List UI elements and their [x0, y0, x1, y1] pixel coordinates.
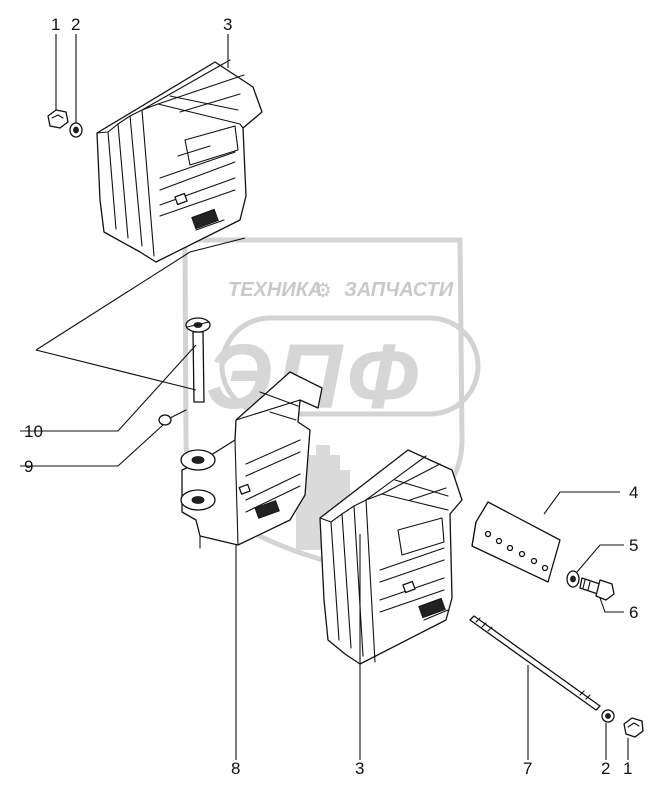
watermark-text-left: ТЕХНИКА — [228, 279, 322, 301]
leader-lines — [20, 34, 629, 760]
callout-3-top: 3 — [223, 15, 232, 34]
callout-8: 8 — [231, 759, 240, 778]
callout-10: 10 — [24, 422, 43, 441]
pin — [185, 317, 211, 403]
washer-bottom — [601, 709, 615, 723]
washer-top — [69, 122, 83, 138]
callout-7: 7 — [523, 759, 532, 778]
counterweight-bottom — [319, 449, 463, 665]
callout-labels: 1 2 3 4 5 6 10 9 8 3 7 2 1 — [24, 15, 638, 778]
callout-1-bottom: 1 — [623, 759, 632, 778]
callout-3-bottom: 3 — [355, 759, 364, 778]
tie-rod — [469, 615, 601, 711]
watermark-text-right: ЗАПЧАСТИ — [344, 279, 454, 301]
lynch-clip — [158, 409, 187, 426]
counterweight-top — [96, 59, 263, 263]
mounting-plate — [471, 501, 561, 583]
nut-top — [47, 109, 69, 129]
watermark-gear-icon: ⚙ — [314, 278, 332, 302]
callout-4: 4 — [629, 483, 638, 502]
callout-9: 9 — [24, 457, 33, 476]
nut-bottom — [623, 717, 644, 738]
washer-side — [566, 570, 580, 588]
callout-5: 5 — [629, 536, 638, 555]
watermark-logo-letters: ЭПФ — [206, 326, 422, 428]
callout-2-bottom: 2 — [601, 759, 610, 778]
bolt — [579, 577, 615, 601]
front-bracket — [180, 371, 323, 549]
callout-6: 6 — [629, 603, 638, 622]
callout-1-top: 1 — [51, 15, 60, 34]
callout-2-top: 2 — [71, 15, 80, 34]
